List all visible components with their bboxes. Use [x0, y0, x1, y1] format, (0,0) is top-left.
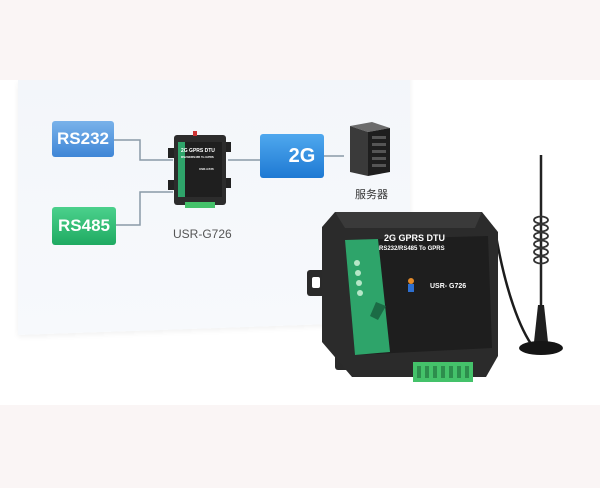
rs232-connector: [114, 139, 173, 161]
2g-network-box: 2G: [260, 134, 324, 178]
device-model-caption: USR-G726: [173, 227, 232, 241]
server-caption: 服务器: [355, 189, 388, 201]
small-device-model: USR-G726: [199, 167, 214, 171]
diagram-graphics: [114, 122, 563, 382]
rs232-box: RS232: [52, 121, 114, 157]
small-device-subtitle: RS232/RS485 To GPRS: [181, 155, 214, 159]
top-margin: [0, 0, 600, 80]
antenna: [493, 155, 563, 355]
product-model: USR- G726: [430, 283, 467, 290]
photo-area: RS232 RS485 2G 服务器 USR-G726 2G GPRS DTU …: [0, 80, 600, 405]
small-device-title: 2G GPRS DTU: [181, 148, 215, 154]
rs485-box: RS485: [52, 207, 116, 245]
server-icon: [350, 122, 390, 176]
bottom-margin: [0, 405, 600, 488]
large-dtu-device: [307, 212, 498, 382]
small-dtu-device: [168, 131, 231, 208]
rs485-connector: [116, 191, 173, 226]
2g-label: 2G: [288, 145, 316, 167]
product-title: 2G GPRS DTU: [384, 233, 446, 243]
product-subtitle: RS232/RS485 To GPRS: [379, 246, 445, 252]
